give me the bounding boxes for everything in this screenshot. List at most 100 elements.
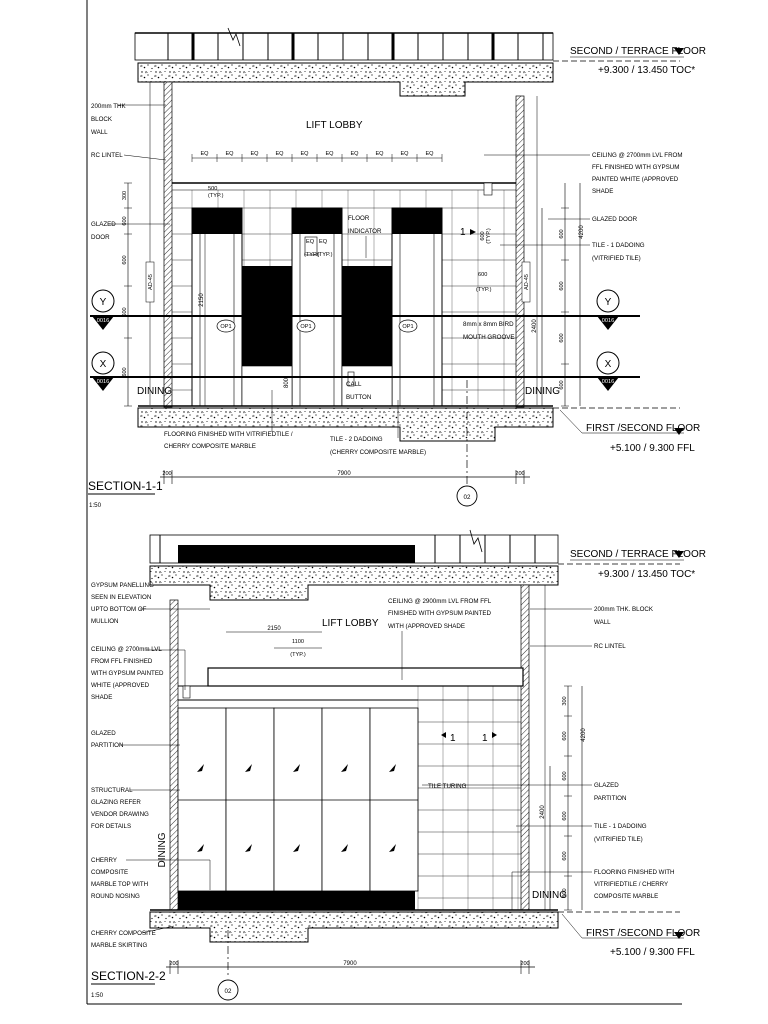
svg-text:VITRIFIEDTILE / CHERRY: VITRIFIEDTILE / CHERRY bbox=[594, 881, 668, 888]
svg-text:(VITRIFIED TILE): (VITRIFIED TILE) bbox=[592, 255, 641, 262]
svg-text:SECOND / TERRACE FLOOR: SECOND / TERRACE FLOOR bbox=[570, 549, 706, 560]
lift-door-3[interactable] bbox=[391, 207, 443, 407]
grid-x-label-right: X bbox=[605, 359, 612, 370]
glazing-fitting-icon bbox=[341, 844, 348, 852]
glazing-fitting-icon bbox=[197, 844, 204, 852]
svg-text:FIRST /SECOND FLOOR: FIRST /SECOND FLOOR bbox=[586, 928, 700, 939]
grid-bubble-02-2 bbox=[217, 979, 239, 1001]
break-line bbox=[227, 27, 241, 47]
section-2-title: SECTION-2-2 bbox=[91, 969, 166, 983]
section-2-2-drawing: SECOND / TERRACE FLOOR +9.300 / 13.450 T… bbox=[91, 529, 706, 1001]
upper-glazing-mullions-2 bbox=[159, 529, 536, 563]
dim-eq-typ-1: (TYP.) bbox=[304, 252, 320, 258]
top-level-marker-2: SECOND / TERRACE FLOOR +9.300 / 13.450 T… bbox=[570, 549, 706, 580]
svg-text:CEILING @ 2700mm LVL FROM: CEILING @ 2700mm LVL FROM bbox=[592, 152, 683, 159]
svg-text:COMPOSITE: COMPOSITE bbox=[91, 869, 128, 876]
dim-600v: 600 bbox=[480, 231, 486, 240]
marble-counter[interactable] bbox=[178, 891, 415, 910]
svg-text:200: 200 bbox=[169, 961, 178, 967]
svg-text:RC LINTEL: RC LINTEL bbox=[594, 643, 626, 650]
glazed-panel bbox=[369, 707, 419, 892]
left-notes-2: GYPSUM PANELLING SEEN IN ELEVATION UPTO … bbox=[91, 582, 211, 949]
svg-text:COMPOSITE MARBLE: COMPOSITE MARBLE bbox=[594, 893, 658, 900]
lift-door-1[interactable] bbox=[191, 207, 243, 407]
svg-text:TILE - 1 DADOING: TILE - 1 DADOING bbox=[594, 823, 647, 830]
dim-label: 600 bbox=[562, 771, 568, 780]
bottom-notes: FLOORING FINISHED WITH VITRIFIEDTILE / C… bbox=[164, 390, 426, 456]
svg-text:FLOOR: FLOOR bbox=[348, 215, 370, 222]
dim-label: 600 bbox=[559, 380, 565, 389]
dim-label: 600 bbox=[122, 216, 128, 225]
room-label-2: LIFT LOBBY bbox=[322, 618, 379, 629]
section-tag-2b: 1 bbox=[482, 733, 488, 744]
svg-text:200mm THK: 200mm THK bbox=[91, 103, 126, 110]
right-wall-2 bbox=[520, 584, 530, 911]
dim-label: 600 bbox=[562, 851, 568, 860]
grid-y-ref-right: 0016 bbox=[602, 318, 614, 324]
eq-label: EQ bbox=[250, 151, 259, 157]
overall-dimension-2: 7900 200 200 bbox=[166, 960, 535, 974]
grid-x-label: X bbox=[100, 359, 107, 370]
grid-y-label-right: Y bbox=[605, 297, 612, 308]
svg-text:TILE - 2 DADOING: TILE - 2 DADOING bbox=[330, 436, 383, 443]
svg-text:7900: 7900 bbox=[343, 961, 357, 967]
dim-label: 600 bbox=[122, 307, 128, 316]
svg-text:GLAZED: GLAZED bbox=[594, 782, 619, 789]
dim-2150: 2150 bbox=[199, 293, 205, 307]
svg-text:VENDOR DRAWING: VENDOR DRAWING bbox=[91, 811, 149, 818]
wall-tile-grid-2 bbox=[417, 686, 521, 910]
dim-800: 800 bbox=[284, 377, 290, 388]
svg-text:AD-45: AD-45 bbox=[524, 274, 530, 290]
svg-text:FLOORING FINISHED WITH VITRIFI: FLOORING FINISHED WITH VITRIFIEDTILE / bbox=[164, 431, 293, 438]
svg-text:200: 200 bbox=[520, 961, 529, 967]
top-level-marker: SECOND / TERRACE FLOOR +9.300 / 13.450 T… bbox=[570, 46, 706, 76]
alt-label-right: AD-45 bbox=[521, 261, 531, 303]
dim-500: 500 bbox=[208, 186, 217, 192]
grid-x-ref: 0016 bbox=[97, 379, 109, 385]
svg-text:+9.300 / 13.450 TOC*: +9.300 / 13.450 TOC* bbox=[598, 65, 695, 76]
grid-y-label: Y bbox=[100, 297, 107, 308]
svg-text:8mm x 8mm BIRD: 8mm x 8mm BIRD bbox=[463, 321, 514, 328]
right-notes: CEILING @ 2700mm LVL FROM FFL FINISHED W… bbox=[484, 152, 683, 262]
svg-text:(VITRIFIED TILE): (VITRIFIED TILE) bbox=[594, 836, 643, 843]
section-tag-2a: 1 bbox=[450, 733, 456, 744]
svg-text:AD-45: AD-45 bbox=[148, 274, 154, 290]
svg-text:SHADE: SHADE bbox=[592, 188, 613, 195]
svg-text:CHERRY COMPOSITE: CHERRY COMPOSITE bbox=[91, 930, 156, 937]
svg-text:CEILING @ 2700mm LVL: CEILING @ 2700mm LVL bbox=[91, 646, 162, 653]
right-notes-2: 200mm THK. BLOCK WALL RC LINTEL GLAZED P… bbox=[422, 606, 674, 910]
svg-text:PARTITION: PARTITION bbox=[91, 742, 123, 749]
glazed-panel bbox=[225, 707, 275, 892]
svg-text:+5.100 / 9.300 FFL: +5.100 / 9.300 FFL bbox=[610, 443, 695, 454]
svg-text:WALL: WALL bbox=[594, 619, 611, 626]
dim-label: 600 bbox=[559, 333, 565, 342]
svg-text:RC LINTEL: RC LINTEL bbox=[91, 152, 123, 159]
svg-text:WALL: WALL bbox=[91, 129, 108, 136]
grid-marker-y-left: Y 0016 bbox=[91, 289, 115, 330]
glazing-fitting-icon bbox=[245, 844, 252, 852]
svg-text:SHADE: SHADE bbox=[91, 694, 112, 701]
svg-text:+9.300 / 13.450 TOC*: +9.300 / 13.450 TOC* bbox=[598, 569, 695, 580]
glazing-fitting-icon bbox=[245, 764, 252, 772]
glazing-fitting-icon bbox=[341, 764, 348, 772]
svg-text:BLOCK: BLOCK bbox=[91, 116, 113, 123]
svg-text:FIRST /SECOND FLOOR: FIRST /SECOND FLOOR bbox=[586, 423, 700, 434]
grid-bubble-label: 02 bbox=[464, 494, 471, 501]
svg-text:STRUCTURAL: STRUCTURAL bbox=[91, 787, 133, 794]
svg-text:200mm THK. BLOCK: 200mm THK. BLOCK bbox=[594, 606, 654, 613]
overall-dimension: 7900 200 200 bbox=[160, 470, 530, 484]
svg-text:ROUND NOSING: ROUND NOSING bbox=[91, 893, 140, 900]
svg-text:+5.100 / 9.300 FFL: +5.100 / 9.300 FFL bbox=[610, 947, 695, 958]
eq-label: EQ bbox=[350, 151, 359, 157]
grid-marker-y-right: Y 0016 bbox=[596, 289, 620, 330]
dim-label: 600 bbox=[559, 281, 565, 290]
svg-text:BUTTON: BUTTON bbox=[346, 394, 371, 401]
svg-text:GLAZED: GLAZED bbox=[91, 221, 116, 228]
svg-text:(TYP.): (TYP.) bbox=[290, 652, 306, 658]
dim-label: 300 bbox=[122, 191, 128, 200]
glazing-fitting-icon bbox=[389, 844, 396, 852]
svg-text:TILE - 1 DADOING: TILE - 1 DADOING bbox=[592, 242, 645, 249]
